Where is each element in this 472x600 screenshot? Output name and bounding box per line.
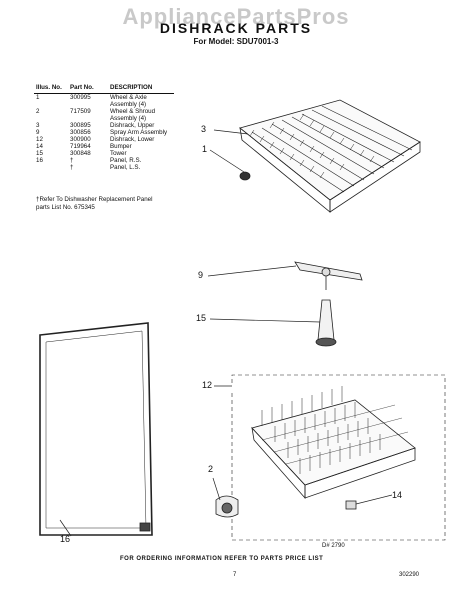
cell-description: Panel, L.S. (110, 164, 141, 171)
cell-part-no: 300848 (70, 150, 91, 157)
callout-12: 12 (202, 380, 213, 390)
cell-illus-no: 15 (36, 150, 43, 157)
callout-16: 16 (60, 534, 71, 544)
table-row: 2 717509 Wheel & Shroud Assembly (4) (34, 108, 174, 122)
cell-part-no: † (70, 164, 74, 171)
table-row: 3 300895 Dishrack, Upper (34, 122, 174, 129)
tower-drawing (315, 299, 337, 347)
callout-3: 3 (201, 124, 207, 134)
cell-illus-no: 9 (36, 129, 40, 136)
spray-arm-drawing (294, 261, 363, 290)
table-row: † Panel, L.S. (34, 164, 174, 171)
cell-part-no: 300856 (70, 129, 91, 136)
cell-part-no: 719964 (70, 143, 91, 150)
cell-part-no: 300900 (70, 136, 91, 143)
page-number: 7 (233, 572, 237, 578)
callout-9: 9 (198, 270, 204, 280)
cell-illus-no: 12 (36, 136, 43, 143)
watermark: AppliancePartsPros (122, 4, 350, 29)
header-part-no: Part No. (70, 84, 110, 94)
cell-illus-no: 3 (36, 122, 40, 129)
cell-illus-no: 1 (36, 94, 40, 101)
reference-note: †Refer To Dishwasher Replacement Panel p… (36, 196, 153, 211)
model-subtitle: For Model: SDU7001-3 (193, 37, 279, 46)
cell-part-no: 300995 (70, 94, 91, 101)
ordering-footer: FOR ORDERING INFORMATION REFER TO PARTS … (120, 556, 324, 562)
cell-part-no: 300895 (70, 122, 91, 129)
parts-table-header: Illus. No. Part No. DESCRIPTION (34, 84, 174, 94)
bumper-drawing (345, 500, 357, 510)
callout-14: 14 (392, 490, 403, 500)
callout-15: 15 (196, 313, 207, 323)
cell-description: Tower (110, 150, 127, 157)
document-number: 302290 (399, 572, 420, 578)
cell-description: Bumper (110, 143, 132, 150)
table-row: 14 719964 Bumper (34, 143, 174, 150)
cell-part-no: † (70, 157, 74, 164)
cell-description: Panel, R.S. (110, 157, 142, 164)
page-title: DISHRACK PARTS (159, 20, 313, 36)
table-row: 15 300848 Tower (34, 150, 174, 157)
header-illus-no: Illus. No. (34, 84, 70, 94)
side-panel-drawing (39, 322, 153, 536)
cell-illus-no: 16 (36, 157, 43, 164)
wheel-shroud-drawing (215, 495, 239, 518)
callout-2: 2 (208, 464, 214, 474)
callout-1: 1 (202, 144, 208, 154)
cell-description: Spray Arm Assembly (110, 129, 168, 136)
lower-dishrack-drawing (231, 374, 446, 541)
diagram-number: D# 2790 (322, 543, 345, 549)
cell-illus-no: 14 (36, 143, 43, 150)
upper-dishrack-drawing (239, 99, 421, 213)
table-row: 16 † Panel, R.S. (34, 157, 174, 164)
table-row: 9 300856 Spray Arm Assembly (34, 129, 174, 136)
cell-description: Wheel & Axle Assembly (4) (110, 94, 147, 108)
cell-description: Dishrack, Lower (110, 136, 155, 143)
header-description: DESCRIPTION (110, 84, 174, 94)
cell-description: Wheel & Shroud Assembly (4) (110, 108, 156, 122)
table-row: 1 300995 Wheel & Axle Assembly (4) (34, 94, 174, 109)
cell-part-no: 717509 (70, 108, 91, 115)
table-row: 12 300900 Dishrack, Lower (34, 136, 174, 143)
cell-description: Dishrack, Upper (110, 122, 155, 129)
cell-illus-no: 2 (36, 108, 40, 115)
